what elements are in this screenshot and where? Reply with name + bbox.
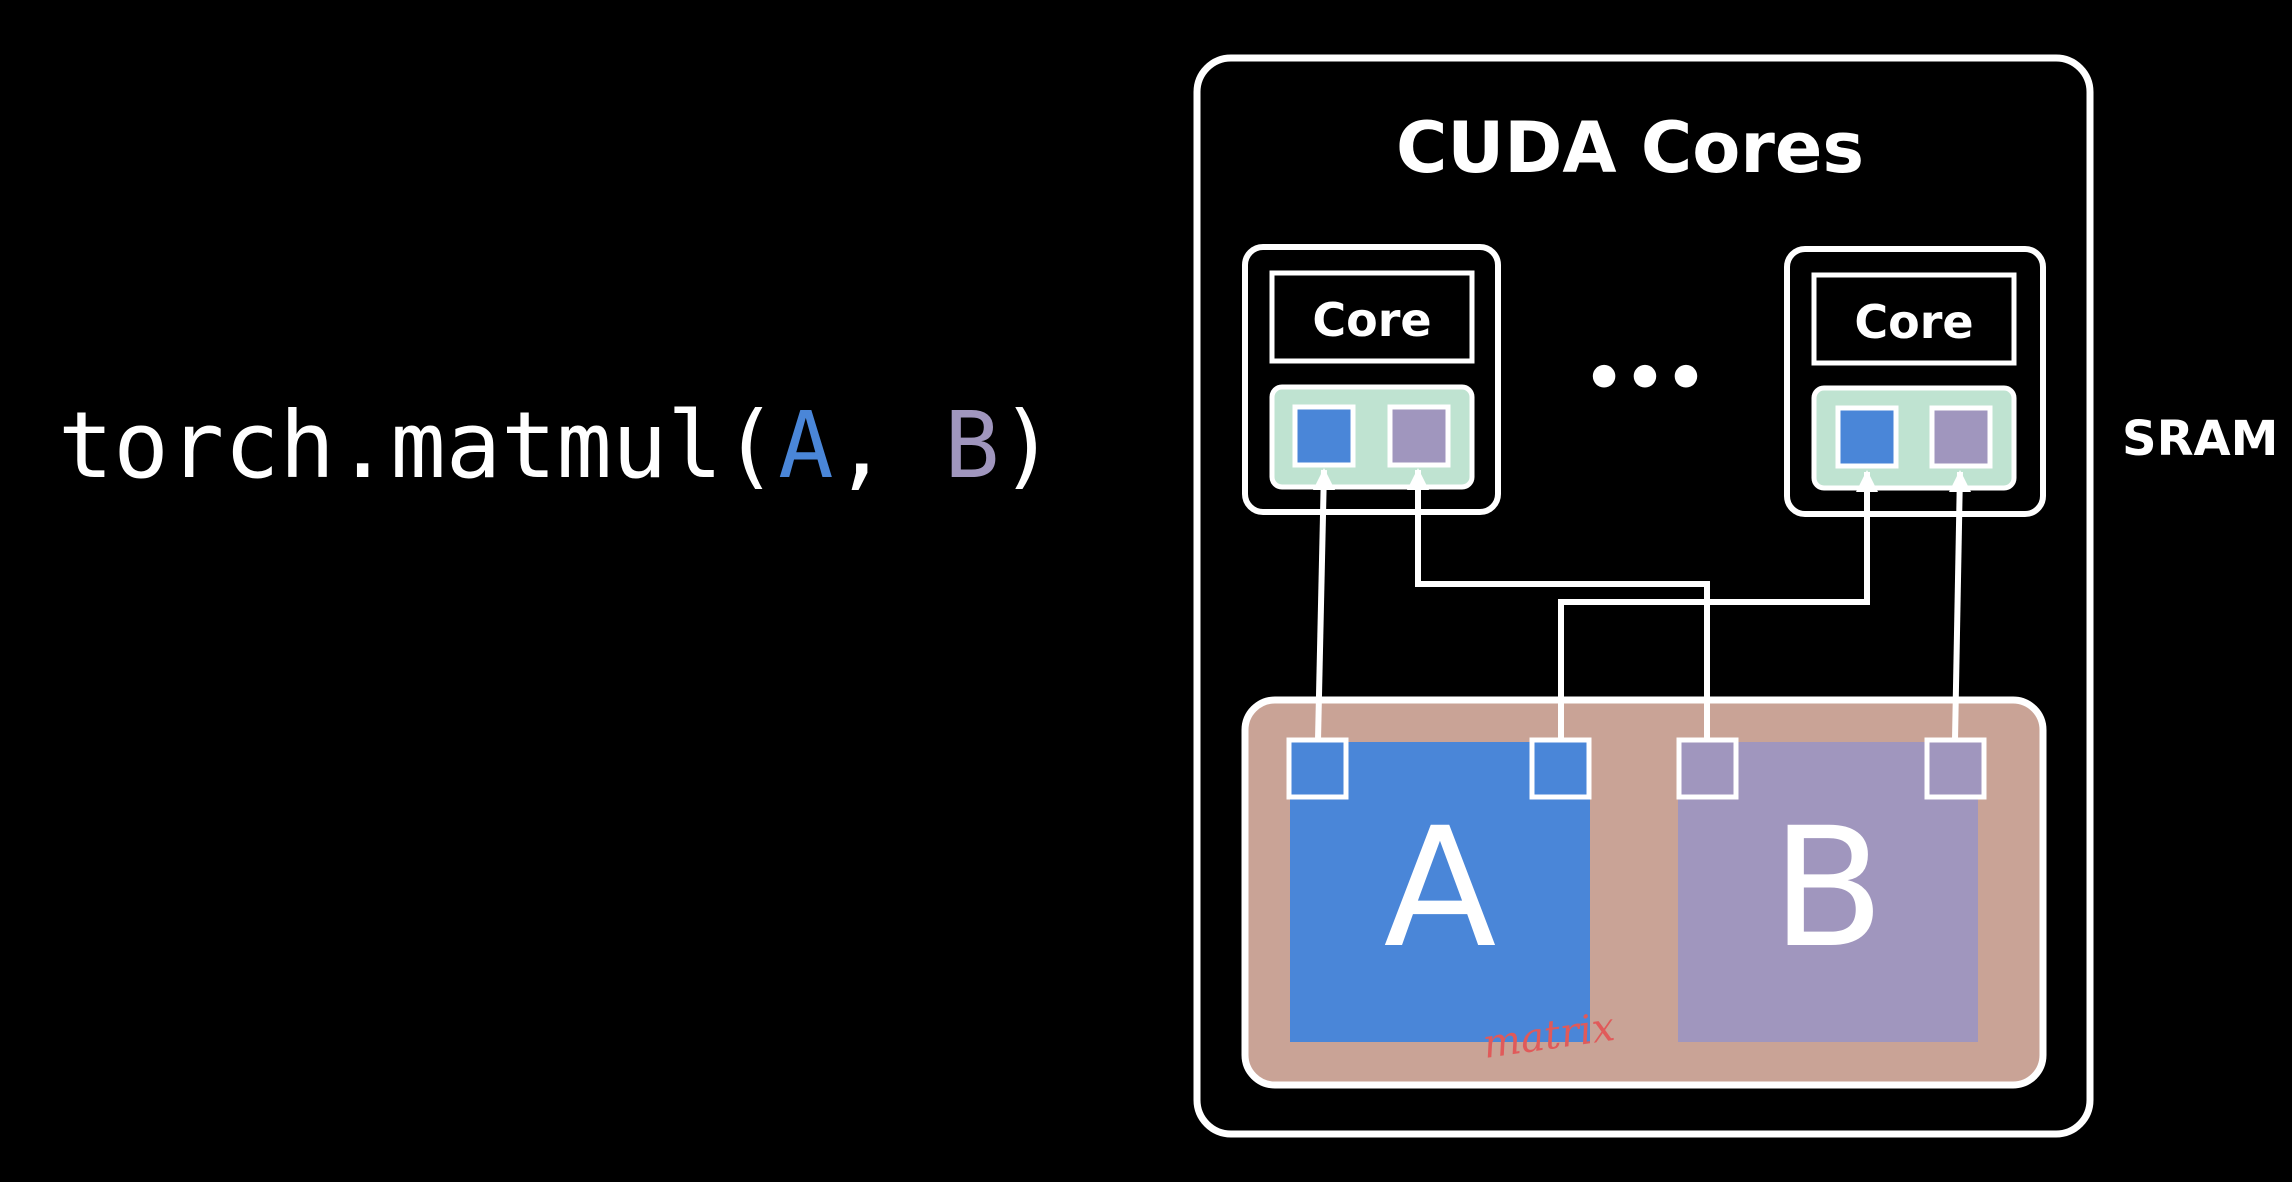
code-arg-a: A [778, 392, 834, 499]
code-separator: , [833, 392, 945, 499]
matrix-a-tile-right [1529, 737, 1592, 800]
core-label-left: Core [1312, 293, 1431, 347]
diagram-title: CUDA Cores [1396, 107, 1864, 189]
matrix-b-tile-right [1924, 737, 1987, 800]
data-paths [1315, 469, 1963, 741]
matrix-b-label: B [1771, 792, 1884, 984]
core-label-box-right [1811, 272, 2017, 366]
sram-label: SRAM [2122, 411, 2278, 467]
code-arg-b: B [944, 392, 1000, 499]
sram-tile-a-right [1835, 405, 1899, 469]
path-a-to-left-core [1315, 469, 1327, 741]
code-close-paren: ) [999, 392, 1056, 499]
path-a-to-right-core [1558, 472, 1870, 740]
arrowhead-a-left [1313, 468, 1335, 490]
arrowhead-b-left [1407, 468, 1429, 490]
arrowheads [1313, 468, 1971, 492]
path-b-to-right-core [1952, 471, 1963, 741]
matrix-b-tile-left [1676, 737, 1739, 800]
sram-tile-b-right [1929, 405, 1993, 469]
core-block-left [1242, 244, 1501, 515]
arrowhead-b-right [1949, 470, 1971, 492]
core-block-right [1784, 246, 2046, 517]
sram-tile-b-left [1387, 404, 1451, 468]
matrix-a-tile-left [1286, 737, 1349, 800]
code-function: torch.matmul( [58, 392, 779, 499]
ellipsis-more-cores: ••• [1584, 342, 1707, 416]
core-label-box-left [1269, 270, 1475, 364]
path-b-to-left-core [1415, 470, 1710, 740]
cuda-cores-container [1193, 54, 2094, 1138]
arrowhead-a-right [1856, 470, 1878, 492]
matrix-a-label: A [1384, 792, 1497, 984]
core-label-right: Core [1854, 295, 1973, 349]
code-expression: torch.matmul(A, B) [58, 392, 1055, 499]
sram-tile-a-left [1292, 404, 1356, 468]
